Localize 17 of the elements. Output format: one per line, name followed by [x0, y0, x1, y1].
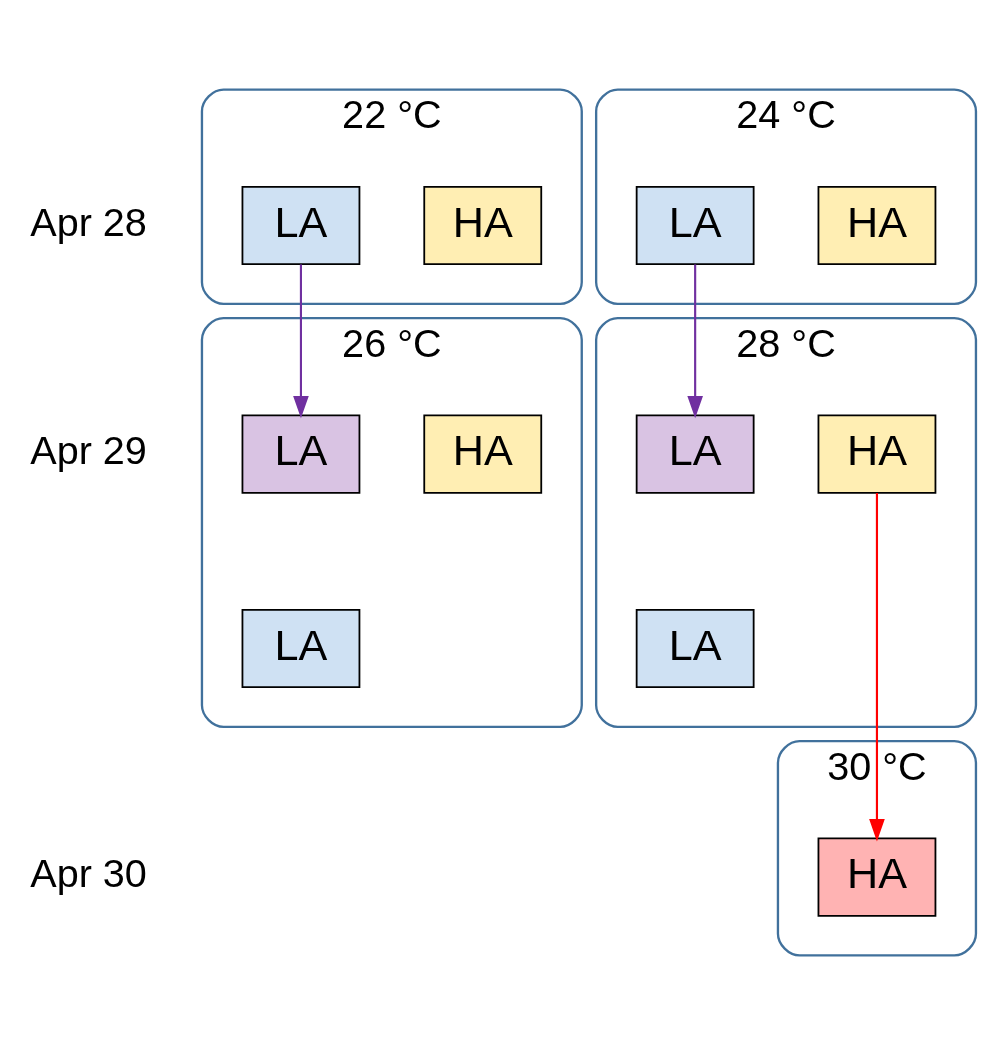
- node-box: HA: [817, 837, 937, 917]
- arrow: [293, 264, 309, 419]
- arrow: [687, 264, 703, 419]
- node-box: LA: [241, 185, 361, 266]
- arrow: [869, 493, 885, 842]
- node-box: HA: [817, 185, 937, 266]
- node-box: HA: [817, 414, 937, 494]
- node-box: LA: [635, 185, 755, 266]
- node-box: HA: [423, 414, 543, 494]
- node-box: LA: [241, 414, 361, 494]
- node-box: LA: [635, 608, 755, 689]
- node-box: HA: [423, 185, 543, 266]
- label: Apr 29: [30, 428, 147, 473]
- label: Apr 30: [30, 851, 147, 896]
- node-box: LA: [241, 608, 361, 689]
- label: Apr 28: [30, 199, 147, 244]
- node-box: LA: [635, 414, 755, 494]
